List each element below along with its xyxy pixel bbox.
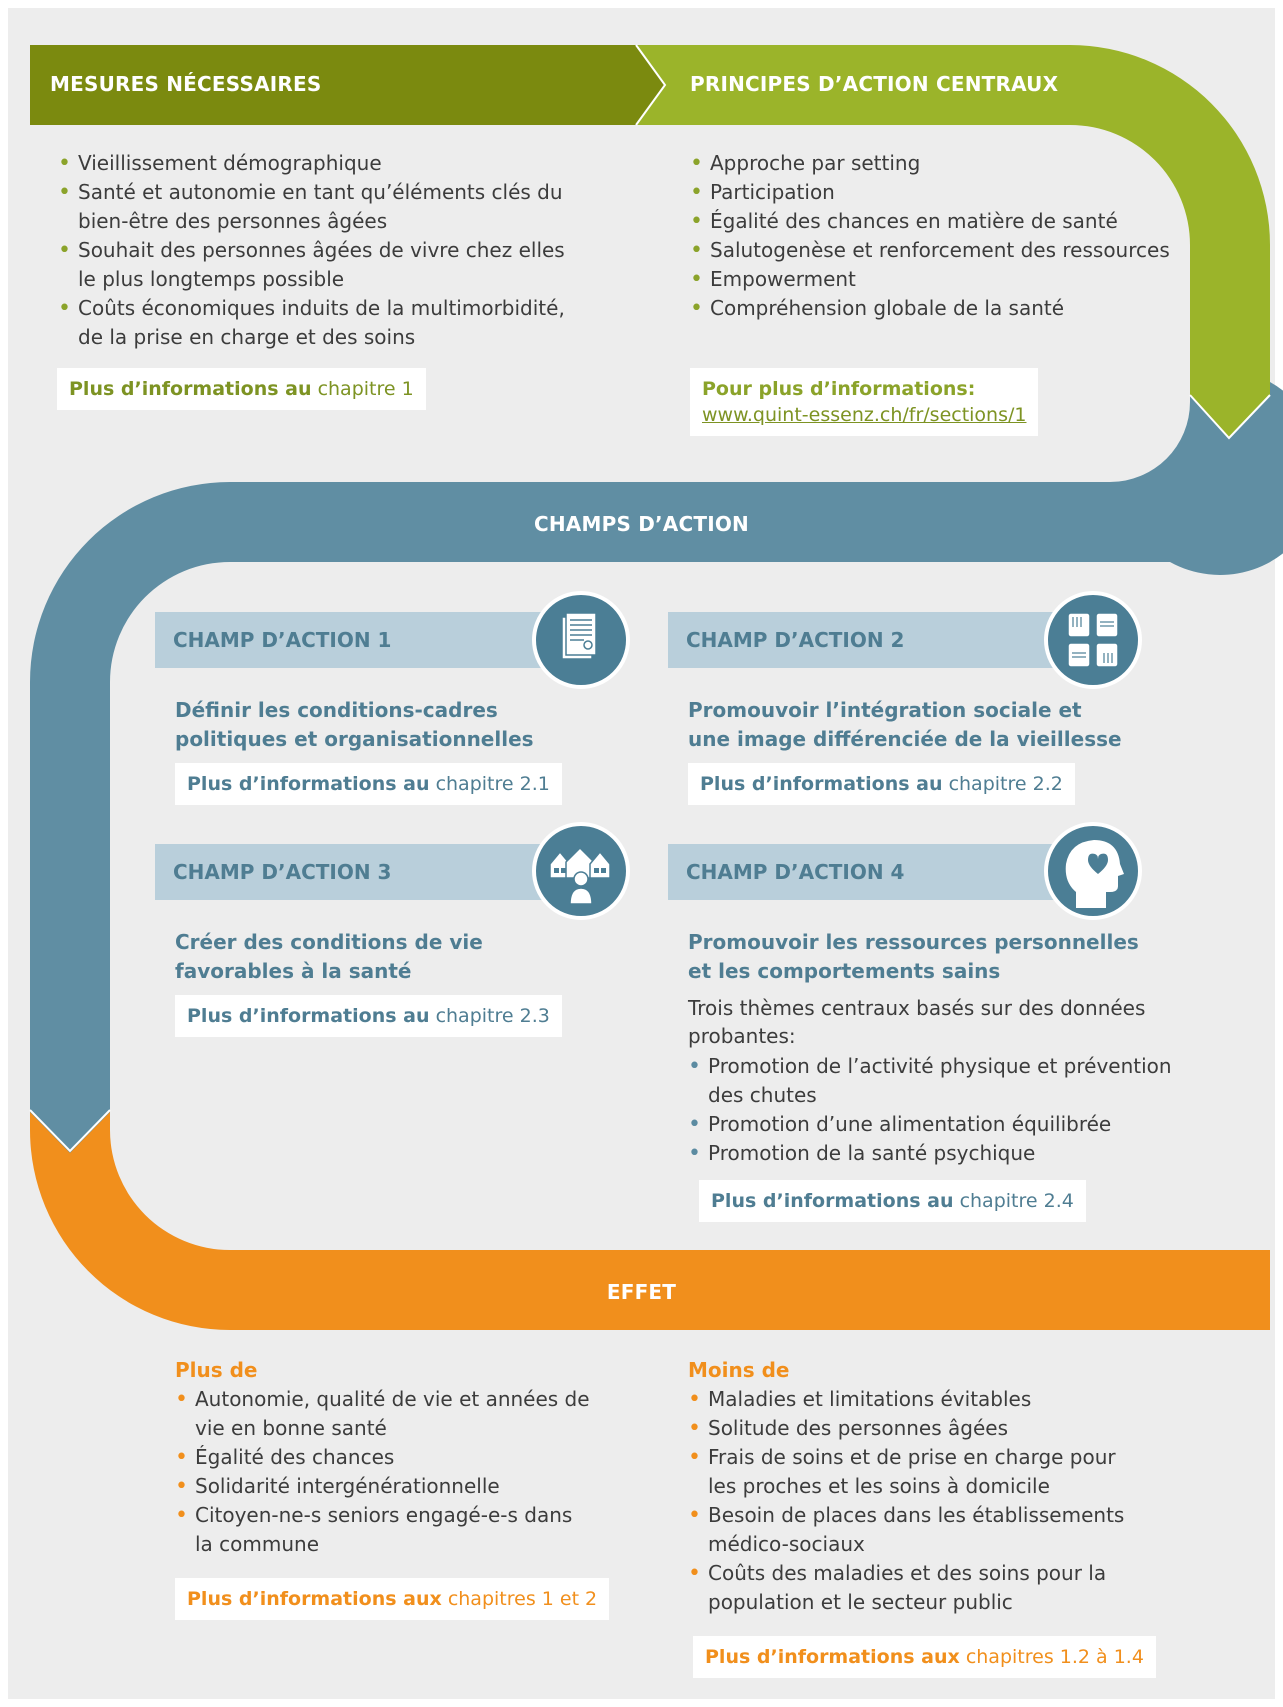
list-item: Maladies et limitations évitables xyxy=(688,1385,1138,1414)
list-item: Autonomie, qualité de vie et années de v… xyxy=(175,1385,595,1443)
list-item: Solidarité intergénérationnelle xyxy=(175,1472,595,1501)
info-box-mesures: Plus d’informations au chapitre 1 xyxy=(57,368,426,410)
document-certificate-icon xyxy=(532,591,630,689)
chapter-reference: chapitre 2.4 xyxy=(959,1190,1074,1212)
info-box-moins-de: Plus d’informations aux chapitres 1.2 à … xyxy=(693,1636,1156,1678)
list-item: Besoin de places dans les établissements… xyxy=(688,1501,1138,1559)
green-band xyxy=(636,45,1270,443)
list-item: Salutogenèse et renforcement des ressour… xyxy=(690,236,1190,265)
champ-3-label: CHAMP D’ACTION 3 xyxy=(155,844,565,900)
houses-person-icon xyxy=(532,822,630,920)
list-item: Frais de soins et de prise en charge pou… xyxy=(688,1443,1138,1501)
chevron-separator xyxy=(1189,394,1271,440)
list-item: Citoyen-ne-s seniors engagé-e-s dans la … xyxy=(175,1501,595,1559)
list-item: Santé et autonomie en tant qu’éléments c… xyxy=(58,178,578,236)
list-item: Souhait des personnes âgées de vivre che… xyxy=(58,236,578,294)
list-item: Empowerment xyxy=(690,265,1190,294)
list-item: Égalité des chances xyxy=(175,1443,595,1472)
list-item: Participation xyxy=(690,178,1190,207)
chapter-reference: chapitre 2.3 xyxy=(435,1005,550,1027)
hands-together-icon xyxy=(1044,591,1142,689)
orange-band xyxy=(30,1088,1270,1330)
header-mesures: MESURES NÉCESSAIRES xyxy=(50,72,322,96)
moins-de-heading: Moins de xyxy=(688,1358,790,1382)
champ-1-label: CHAMP D’ACTION 1 xyxy=(155,612,565,668)
list-item: Égalité des chances en matière de santé xyxy=(690,207,1190,236)
info-label: Plus d’informations aux xyxy=(705,1646,960,1668)
info-box-champ-3: Plus d’informations au chapitre 2.3 xyxy=(175,995,562,1037)
moins-de-list: Maladies et limitations évitables Solitu… xyxy=(688,1385,1138,1617)
chapter-reference: chapitres 1.2 à 1.4 xyxy=(965,1646,1144,1668)
header-effet: EFFET xyxy=(606,1280,677,1304)
list-item: Promotion de l’activité physique et prév… xyxy=(688,1052,1178,1110)
champ-4-list: Promotion de l’activité physique et prév… xyxy=(688,1052,1178,1168)
list-item: Vieillissement démographique xyxy=(58,149,578,178)
olive-band xyxy=(30,45,665,125)
champ-4-title: Promouvoir les ressources personnelles e… xyxy=(688,930,1139,983)
info-label: Plus d’informations au xyxy=(700,773,943,795)
champ-4-intro: Trois thèmes centraux basés sur des donn… xyxy=(688,996,1146,1048)
plus-de-heading: Plus de xyxy=(175,1358,258,1382)
info-box-principes: Pour plus d’informations: www.quint-esse… xyxy=(690,368,1039,436)
plus-de-list: Autonomie, qualité de vie et années de v… xyxy=(175,1385,595,1559)
info-label: Pour plus d’informations: xyxy=(702,378,976,400)
chevron-separator xyxy=(29,1109,111,1153)
blue-band xyxy=(30,382,1283,1153)
chevron-separator xyxy=(635,44,667,126)
chapter-reference: chapitres 1 et 2 xyxy=(447,1588,598,1610)
chapter-reference: chapitre 1 xyxy=(317,378,414,400)
header-principes: PRINCIPES D’ACTION CENTRAUX xyxy=(690,72,1059,96)
info-label: Plus d’informations aux xyxy=(187,1588,442,1610)
list-item: Coûts des maladies et des soins pour la … xyxy=(688,1559,1138,1617)
info-box-champ-2: Plus d’informations au chapitre 2.2 xyxy=(688,763,1075,805)
header-champs: CHAMPS D’ACTION xyxy=(533,512,749,536)
info-label: Plus d’informations au xyxy=(187,1005,430,1027)
champ-4-label: CHAMP D’ACTION 4 xyxy=(668,844,1078,900)
chapter-reference: chapitre 2.1 xyxy=(435,773,550,795)
info-label: Plus d’informations au xyxy=(69,378,312,400)
quint-essenz-link[interactable]: www.quint-essenz.ch/fr/sections/1 xyxy=(702,404,1027,426)
mesures-list: Vieillissement démographique Santé et au… xyxy=(58,149,578,352)
list-item: Promotion d’une alimentation équilibrée xyxy=(688,1110,1178,1139)
list-item: Approche par setting xyxy=(690,149,1190,178)
champ-3-title: Créer des conditions de vie favorables à… xyxy=(175,930,483,983)
list-item: Coûts économiques induits de la multimor… xyxy=(58,294,578,352)
info-label: Plus d’informations au xyxy=(711,1190,954,1212)
info-box-plus-de: Plus d’informations aux chapitres 1 et 2 xyxy=(175,1578,610,1620)
list-item: Promotion de la santé psychique xyxy=(688,1139,1178,1168)
info-box-champ-1: Plus d’informations au chapitre 2.1 xyxy=(175,763,562,805)
champ-1-title: Définir les conditions-cadres politiques… xyxy=(175,698,534,751)
chapter-reference: chapitre 2.2 xyxy=(948,773,1063,795)
info-label: Plus d’informations au xyxy=(187,773,430,795)
info-box-champ-4: Plus d’informations au chapitre 2.4 xyxy=(699,1180,1086,1222)
list-item: Compréhension globale de la santé xyxy=(690,294,1190,323)
list-item: Solitude des personnes âgées xyxy=(688,1414,1138,1443)
champ-2-label: CHAMP D’ACTION 2 xyxy=(668,612,1078,668)
head-heart-icon xyxy=(1044,822,1142,920)
champ-2-title: Promouvoir l’intégration sociale et une … xyxy=(688,698,1122,751)
principes-list: Approche par setting Participation Égali… xyxy=(690,149,1190,323)
